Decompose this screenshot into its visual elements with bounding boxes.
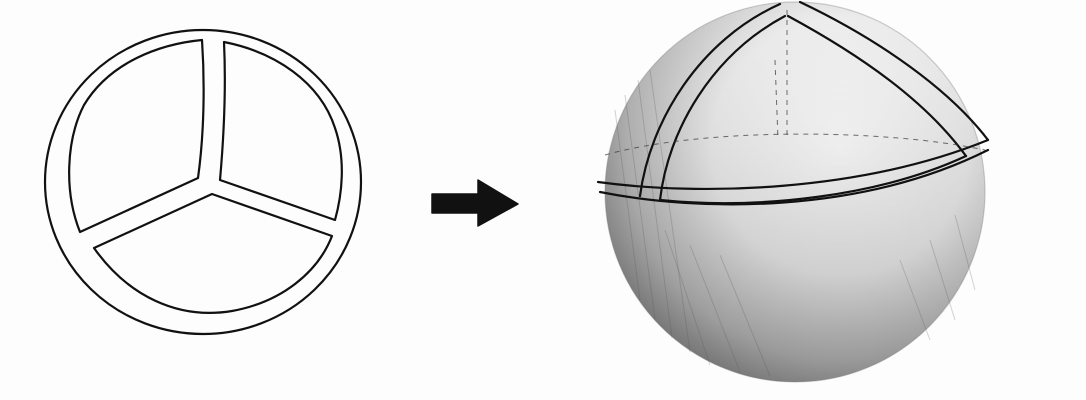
cell-top-right xyxy=(220,42,342,220)
flat-circle-sketch xyxy=(45,30,361,334)
right-arrow-icon xyxy=(432,180,518,226)
cell-bottom xyxy=(94,194,332,313)
shaded-sphere-sketch xyxy=(598,2,988,382)
cell-top-left xyxy=(69,40,203,232)
